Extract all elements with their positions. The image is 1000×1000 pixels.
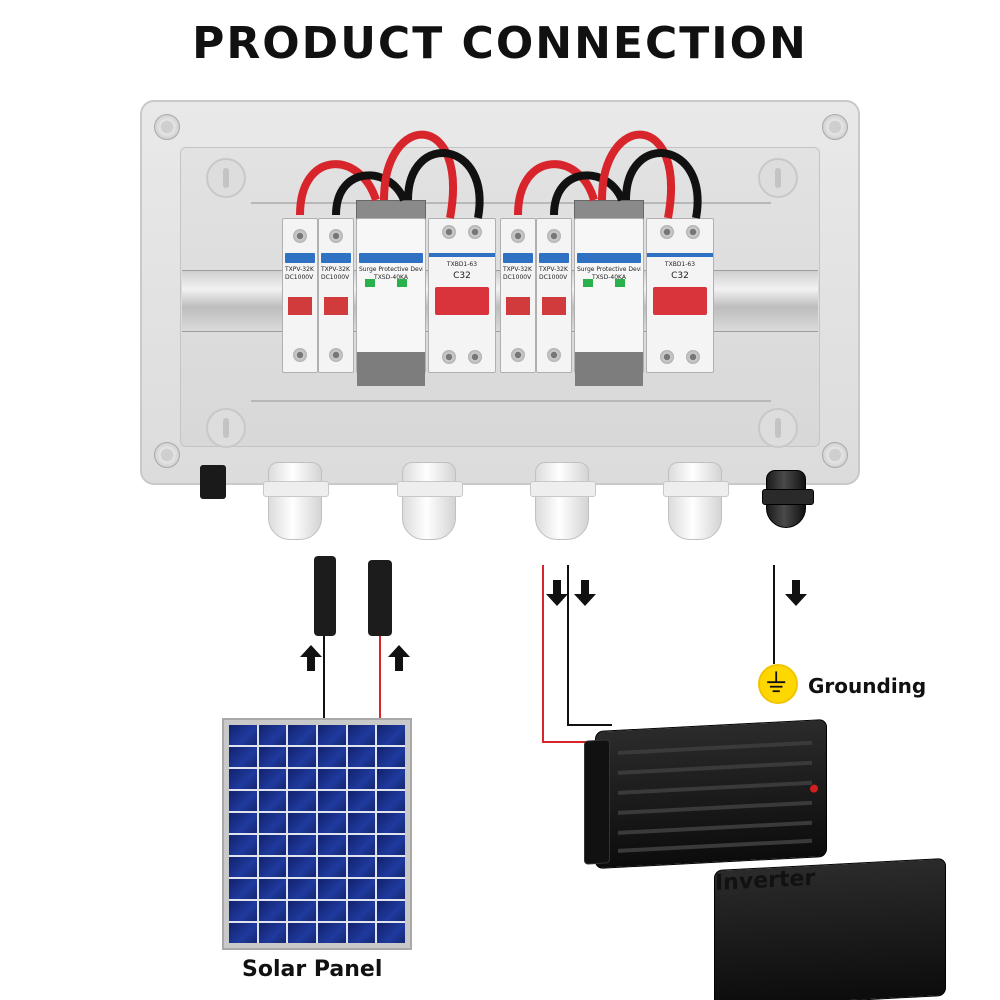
solar-cell	[229, 725, 257, 745]
solar-cell	[258, 835, 287, 855]
solar-cell	[347, 879, 376, 899]
up-arrow-icon	[300, 645, 322, 671]
corner-screw	[154, 114, 180, 140]
cable-gland	[263, 462, 329, 540]
solar-cell	[317, 901, 346, 921]
solar-cell	[377, 791, 405, 811]
pv-breaker-4: TXPV-32K CE DC1000V 32A	[536, 218, 572, 373]
solar-cell	[288, 923, 316, 943]
solar-cell	[377, 879, 405, 899]
inverter	[584, 718, 827, 870]
solar-cell	[377, 901, 405, 921]
cable-gland	[530, 462, 596, 540]
solar-cell	[377, 769, 405, 789]
solar-cell	[288, 835, 316, 855]
mounting-hole	[758, 408, 798, 448]
solar-cell	[288, 879, 316, 899]
solar-cell	[347, 725, 376, 745]
ground-symbol-icon	[758, 664, 798, 704]
mounting-hole	[206, 408, 246, 448]
solar-cell	[258, 857, 287, 877]
dc-breaker-1: TXBD1-63 C32	[428, 218, 496, 373]
surge-protective-device-1: Surge Protective Device TXSD-40KA	[356, 218, 426, 386]
solar-cell	[229, 747, 257, 767]
solar-cell	[317, 835, 346, 855]
pv-breaker-3: TXPV-32K CE DC1000V 32A	[500, 218, 536, 373]
solar-cell	[317, 879, 346, 899]
solar-cell	[229, 923, 257, 943]
solar-cell	[377, 923, 405, 943]
solar-cell	[258, 791, 287, 811]
inverter-label: Inverter	[714, 857, 946, 1000]
surge-protective-device-2: Surge Protective Device TXSD-40KA	[574, 218, 644, 386]
solar-cell	[317, 813, 346, 833]
solar-panel-label: Solar Panel	[242, 957, 383, 982]
mounting-hole	[206, 158, 246, 198]
solar-cell	[258, 879, 287, 899]
solar-cell	[229, 769, 257, 789]
mc4-connector-female	[368, 560, 392, 636]
solar-cell	[288, 769, 316, 789]
solar-cell	[258, 923, 287, 943]
solar-cell	[347, 747, 376, 767]
solar-cell	[229, 857, 257, 877]
solar-cell	[258, 747, 287, 767]
solar-cell	[288, 901, 316, 921]
solar-cell	[377, 747, 405, 767]
page-title: PRODUCT CONNECTION	[192, 18, 808, 69]
solar-cell	[317, 791, 346, 811]
corner-screw	[154, 442, 180, 468]
solar-cell	[258, 769, 287, 789]
solar-cell	[317, 747, 346, 767]
down-arrow-icon	[546, 580, 568, 606]
solar-cell	[347, 769, 376, 789]
solar-cells	[229, 725, 405, 943]
solar-cell	[229, 813, 257, 833]
solar-cell	[377, 813, 405, 833]
solar-cell	[317, 857, 346, 877]
solar-cell	[317, 769, 346, 789]
dc-breaker-2: TXBD1-63 C32	[646, 218, 714, 373]
solar-cell	[288, 813, 316, 833]
solar-cell	[347, 923, 376, 943]
solar-cell	[317, 923, 346, 943]
solar-cell	[229, 791, 257, 811]
solar-cell	[377, 835, 405, 855]
pv-breaker-2: TXPV-32K CE DC1000V 32A	[318, 218, 354, 373]
solar-cell	[347, 813, 376, 833]
solar-cell	[377, 725, 405, 745]
solar-cell	[229, 901, 257, 921]
solar-cell	[229, 879, 257, 899]
solar-cell	[288, 857, 316, 877]
solar-cell	[229, 835, 257, 855]
down-arrow-icon	[785, 580, 807, 606]
mounting-hole	[758, 158, 798, 198]
solar-cell	[347, 791, 376, 811]
up-arrow-icon	[388, 645, 410, 671]
mc4-connector-male	[314, 556, 336, 636]
inverter-indicator-light	[810, 784, 818, 793]
solar-panel	[222, 718, 412, 950]
solar-cell	[258, 813, 287, 833]
solar-cell	[317, 725, 346, 745]
solar-cell	[347, 835, 376, 855]
solar-cell	[347, 857, 376, 877]
ground-cable-gland	[762, 470, 814, 528]
cable-gland	[663, 462, 729, 540]
solar-cell	[377, 857, 405, 877]
corner-screw	[822, 114, 848, 140]
solar-cell	[258, 901, 287, 921]
vent-plug	[200, 465, 226, 499]
solar-cell	[288, 725, 316, 745]
solar-cell	[258, 725, 287, 745]
corner-screw	[822, 442, 848, 468]
solar-cell	[347, 901, 376, 921]
grounding-label: Grounding	[808, 674, 927, 698]
pv-breaker-1: TXPV-32K CE DC1000V 32A	[282, 218, 318, 373]
down-arrow-icon	[574, 580, 596, 606]
cable-gland	[397, 462, 463, 540]
solar-cell	[288, 747, 316, 767]
solar-cell	[288, 791, 316, 811]
